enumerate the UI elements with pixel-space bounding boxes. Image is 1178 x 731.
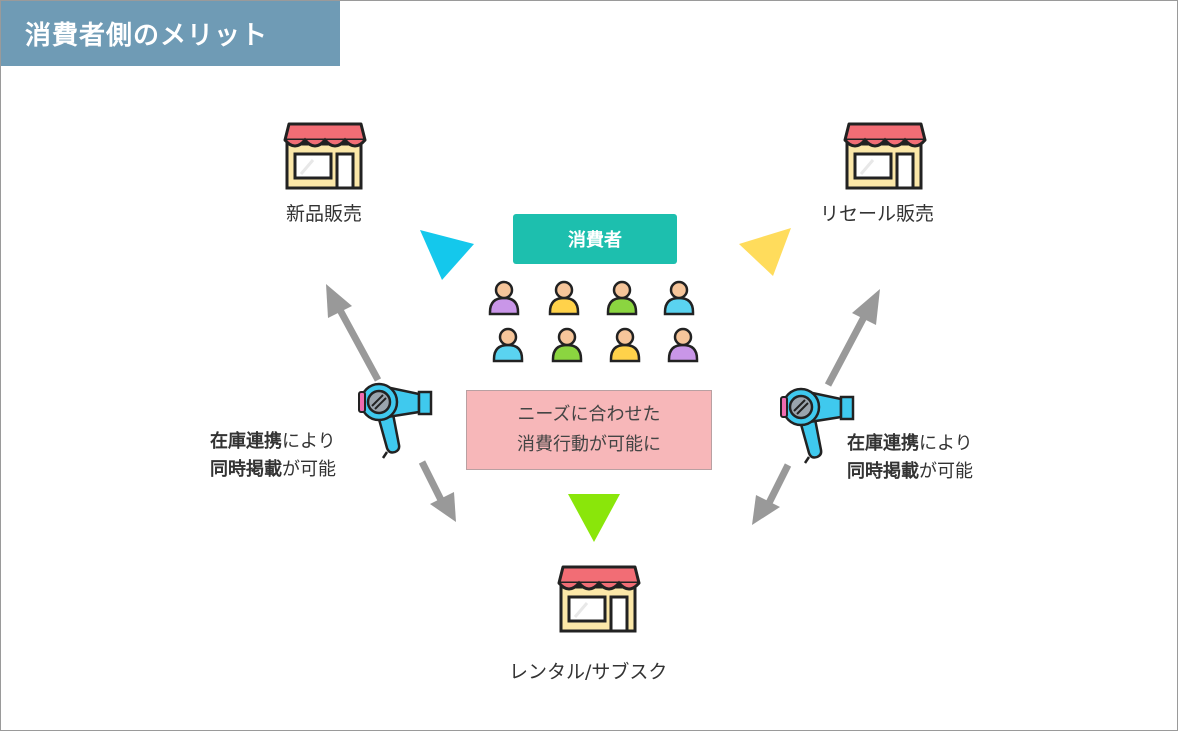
triangle-icon-right [739, 228, 791, 276]
arrow-icon-left-down [418, 460, 456, 522]
person-icon-group [488, 280, 699, 363]
note-right: 在庫連携により 同時掲載が可能 [847, 430, 973, 486]
person-icon [488, 280, 520, 316]
consumer-label: 消費者 [568, 230, 622, 251]
person-icon [663, 280, 695, 316]
note-left-bold-2: 同時掲載 [210, 459, 282, 480]
person-icon [609, 327, 641, 363]
hair-dryer-icon-right [780, 387, 855, 464]
store-icon-resale [843, 122, 927, 190]
label-new-sales: 新品販売 [286, 203, 363, 225]
note-left-text-2: が可能 [282, 459, 336, 480]
person-icon [606, 280, 638, 316]
label-resale: リセール販売 [820, 203, 935, 225]
note-right-text-2: が可能 [919, 461, 973, 482]
page-title: 消費者側のメリット [25, 21, 269, 51]
person-icon [548, 280, 580, 316]
triangle-icon-bottom [568, 494, 620, 542]
store-icon-new [283, 122, 367, 190]
person-icon [551, 327, 583, 363]
hair-dryer-icon-left [358, 382, 433, 459]
note-right-bold-2: 同時掲載 [847, 461, 919, 482]
needs-box: ニーズに合わせた 消費行動が可能に [466, 390, 712, 470]
note-left: 在庫連携により 同時掲載が可能 [210, 428, 336, 484]
triangle-icon-left [420, 230, 474, 280]
arrow-icon-left-up [326, 284, 382, 382]
store-icon-rental [557, 565, 641, 633]
note-left-bold-1: 在庫連携 [210, 431, 282, 452]
arrow-icon-right-down [752, 463, 792, 525]
note-left-text-1: により [282, 431, 336, 452]
note-right-text-1: により [919, 433, 973, 454]
note-right-bold-1: 在庫連携 [847, 433, 919, 454]
consumer-box: 消費者 [513, 214, 677, 264]
arrow-icon-right-up [824, 289, 880, 387]
needs-line-1: ニーズに合わせた [517, 404, 661, 425]
person-icon [667, 327, 699, 363]
title-bar: 消費者側のメリット [1, 1, 340, 66]
needs-line-2: 消費行動が可能に [517, 434, 661, 455]
label-rental: レンタル/サブスク [509, 661, 668, 683]
person-icon [492, 327, 524, 363]
